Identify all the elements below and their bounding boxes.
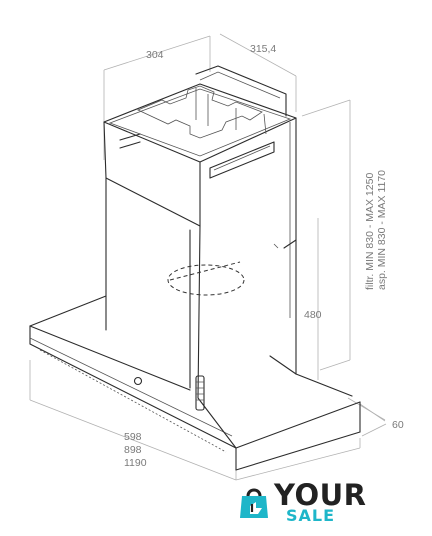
canopy: [29, 295, 361, 471]
yoursale-logo: YOUR SALE: [236, 480, 366, 528]
dimension-lines: [29, 33, 387, 481]
dim-304-label: 304: [146, 49, 164, 61]
logo-word-sale: SALE: [286, 506, 336, 525]
dim-height-filter-label: filtr. MIN 830 - MAX 1250: [364, 173, 376, 290]
dim-480-label: 480: [304, 309, 322, 321]
motor-ellipse: [167, 261, 245, 296]
dim-60-label: 60: [392, 419, 404, 431]
dim-898-label: 898: [124, 444, 142, 456]
upper-chimney: [103, 65, 297, 321]
shopping-bag-hand-icon: [240, 488, 268, 518]
dim-598-label: 598: [124, 431, 142, 443]
dim-1190-label: 1190: [124, 457, 147, 469]
lower-chimney: [105, 177, 297, 399]
dim-height-aspiration-label: asp. MIN 830 - MAX 1170: [376, 170, 388, 290]
logo-word-your: YOUR: [274, 478, 367, 512]
dim-315-label: 315,4: [250, 43, 276, 55]
